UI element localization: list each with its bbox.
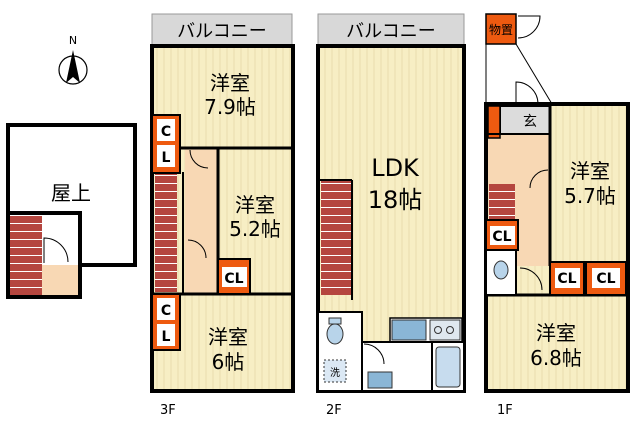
closet-label-bg [555, 268, 580, 288]
balcony-2f-label: バルコニー [346, 21, 436, 42]
rooftop-landing [42, 265, 78, 295]
room-1f-2-name: 洋室 [536, 321, 576, 345]
burner-icon [434, 326, 442, 334]
room-3f-2-name: 洋室 [235, 193, 275, 217]
entrance-door-swing [515, 81, 539, 105]
storage-door-swing [517, 15, 541, 39]
sink-icon [391, 319, 427, 341]
burner-icon [446, 326, 454, 334]
rooftop-label: 屋上 [51, 181, 91, 205]
rooftop-stairs [10, 215, 42, 295]
stairs-3f [155, 172, 177, 292]
toilet-icon [326, 323, 344, 345]
shoe-closet-1f [487, 105, 501, 139]
floor-3f: バルコニー C L CL C L 洋室 7.9帖 洋室 5.2帖 [150, 13, 295, 418]
door-swing [529, 169, 549, 189]
stove-icon [429, 319, 461, 341]
balcony-3f-label: バルコニー [177, 21, 267, 42]
room-1f-1-name: 洋室 [570, 159, 610, 183]
room-1f-2-size: 6.8帖 [530, 346, 582, 370]
room-3f-3-name: 洋室 [208, 325, 248, 349]
floor-2f-label: 2F [326, 403, 342, 418]
closet-1f-3-label: CL [596, 271, 615, 287]
closet-1f-2-label: CL [557, 271, 576, 287]
compass-north-label: N [69, 34, 77, 47]
room-3f-3-size: 6帖 [212, 350, 245, 374]
hall-3f [185, 148, 218, 294]
rooftop: 屋上 [6, 123, 137, 299]
approach-line [515, 43, 553, 105]
floor-1f-label: 1F [497, 403, 513, 418]
room-3f-1-size: 7.9帖 [204, 95, 256, 119]
washbasin-icon [367, 371, 393, 389]
toilet-icon [493, 260, 509, 280]
closet-label-bg [157, 298, 175, 320]
stairs-2f [321, 180, 351, 295]
door-swing [363, 343, 385, 365]
ldk-size: 18帖 [368, 186, 423, 214]
closet-label-bg [157, 324, 175, 346]
floor-1f: 物置 玄 CL CL CL 洋 [484, 13, 630, 418]
room-1f-1-size: 5.7帖 [564, 184, 616, 208]
door-swing [519, 267, 543, 291]
closet-label-bg [592, 268, 620, 288]
floor-2f: バルコニー 洗 LDK 18帖 2F [316, 13, 466, 418]
bathtub-icon [435, 346, 461, 388]
room-3f-1-name: 洋室 [210, 71, 250, 95]
closet-label-bg [490, 226, 515, 245]
ldk-name: LDK [371, 154, 420, 182]
rooftop-door-swing [43, 237, 69, 263]
stairs-1f [489, 184, 515, 224]
room-3f-2-size: 5.2帖 [229, 217, 281, 241]
toilet-tank-icon [328, 317, 342, 325]
closet-label-bg [157, 119, 175, 141]
closet-label-bg [157, 145, 175, 167]
balcony-3f [151, 13, 293, 47]
closet-3f-2-label: CL [224, 271, 243, 287]
floor-3f-label: 3F [160, 403, 176, 418]
entrance-1f [499, 105, 551, 135]
closet-3f-1-label-l: L [162, 150, 171, 166]
closet-3f-3-label-l: L [162, 329, 171, 345]
washer-label: 洗 [330, 367, 340, 379]
entrance-label: 玄 [523, 113, 537, 130]
closet-3f-3-label-c: C [161, 303, 171, 319]
closet-1f-1-label: CL [492, 229, 511, 245]
storage-label: 物置 [489, 23, 513, 37]
north-arrow-icon [66, 50, 80, 83]
compass: N [58, 34, 88, 85]
closet-3f-1-label-c: C [161, 124, 171, 140]
washing-machine-space [323, 359, 347, 383]
storage-1f [485, 13, 517, 45]
door-swing [189, 149, 209, 169]
closet-label-bg [222, 267, 247, 287]
door-swing [187, 239, 207, 259]
